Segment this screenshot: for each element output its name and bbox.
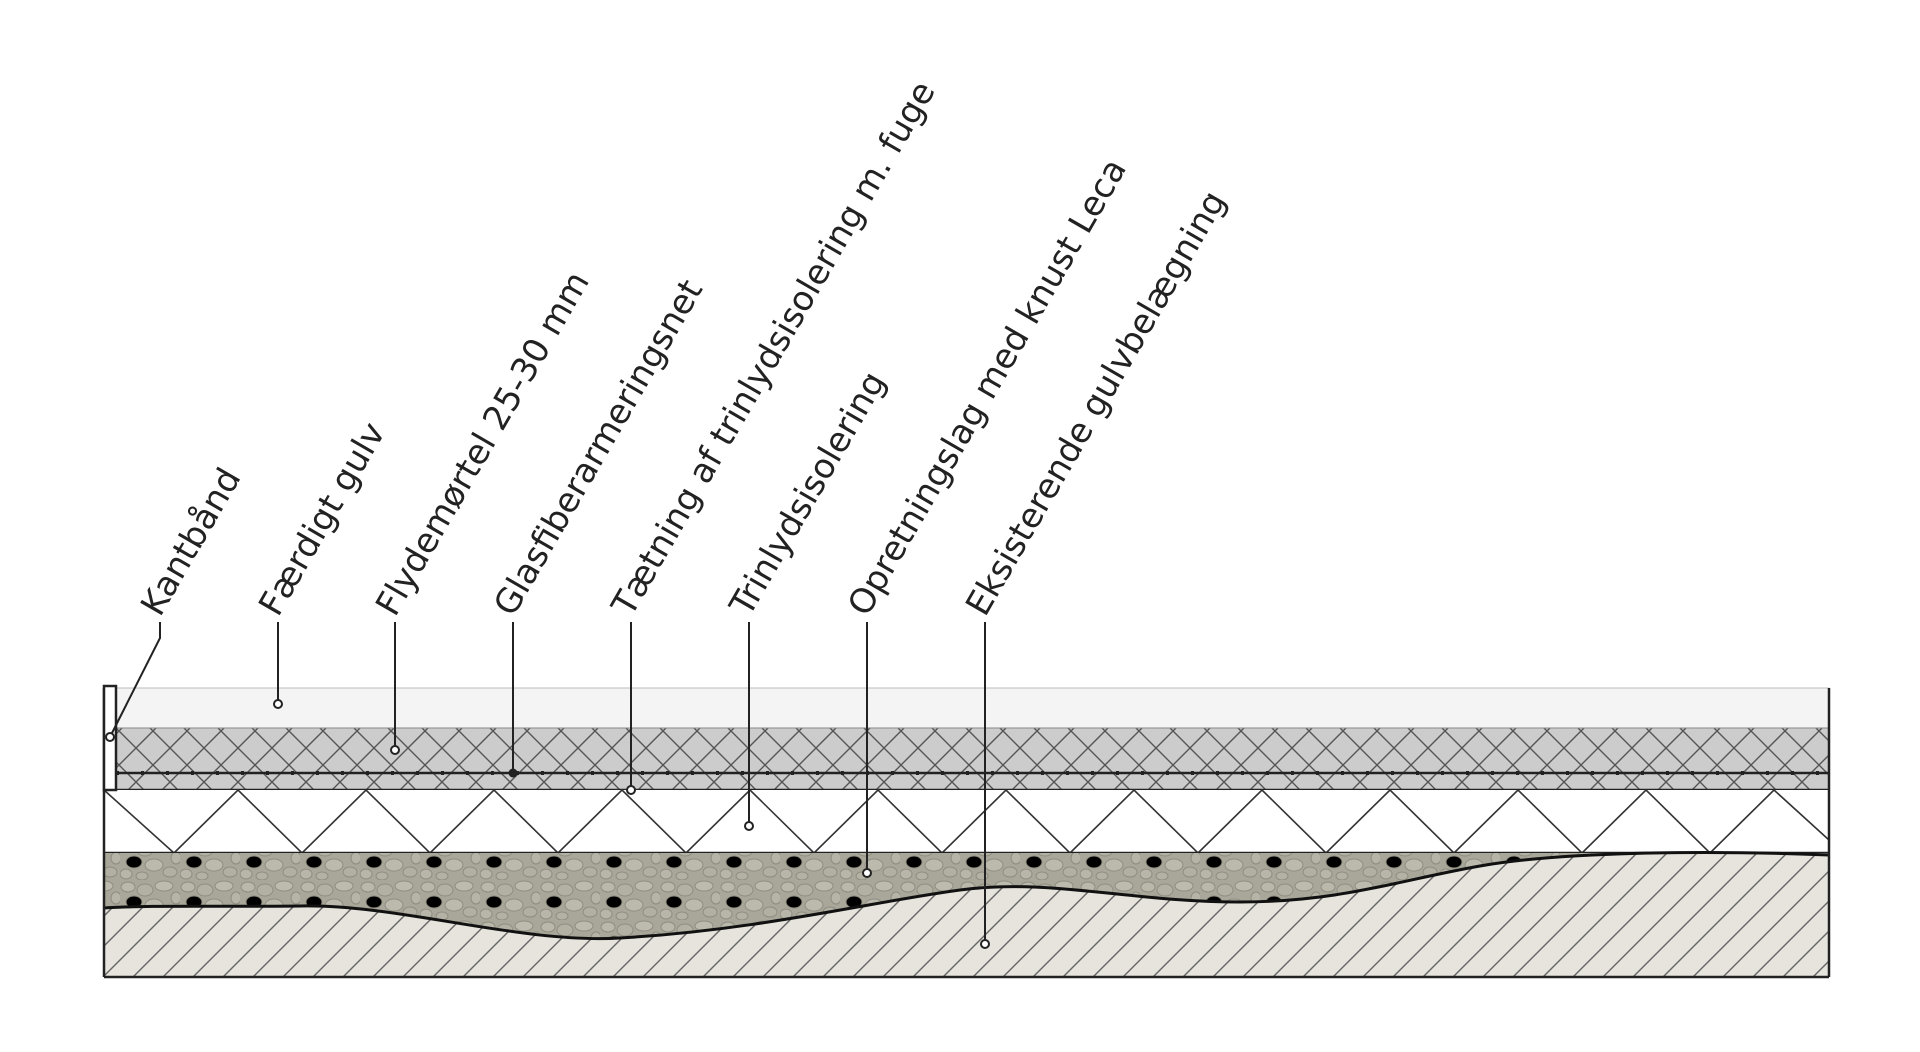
anchor-kantbaand (105, 732, 115, 742)
anchor-glasfiber (508, 768, 518, 778)
anchor-opretning (862, 868, 872, 878)
leader-kantbaand (109, 622, 161, 738)
anchor-flydemoertel (390, 745, 400, 755)
anchor-taetning (626, 785, 636, 795)
label-glasfiber: Glasfiberarmeringsnet (486, 273, 711, 623)
label-kantbaand: Kantbånd (133, 461, 249, 622)
anchor-faerdigt-gulv (273, 699, 283, 709)
anchor-eksisterende (980, 939, 990, 949)
leaders (105, 622, 990, 949)
finished-floor-layer (115, 687, 1830, 729)
anchor-trinlyd (744, 821, 754, 831)
insulation-layer (103, 788, 1830, 855)
label-flydemoertel: Flydemørtel 25-30 mm (368, 265, 598, 623)
leca-layer (104, 852, 1829, 939)
leveling-boundary-curve (103, 851, 1830, 941)
screed-layer (116, 727, 1829, 790)
labels: Kantbånd Færdigt gulv Flydemørtel 25-30 … (133, 75, 1234, 624)
label-faerdigt-gulv: Færdigt gulv (251, 416, 394, 623)
